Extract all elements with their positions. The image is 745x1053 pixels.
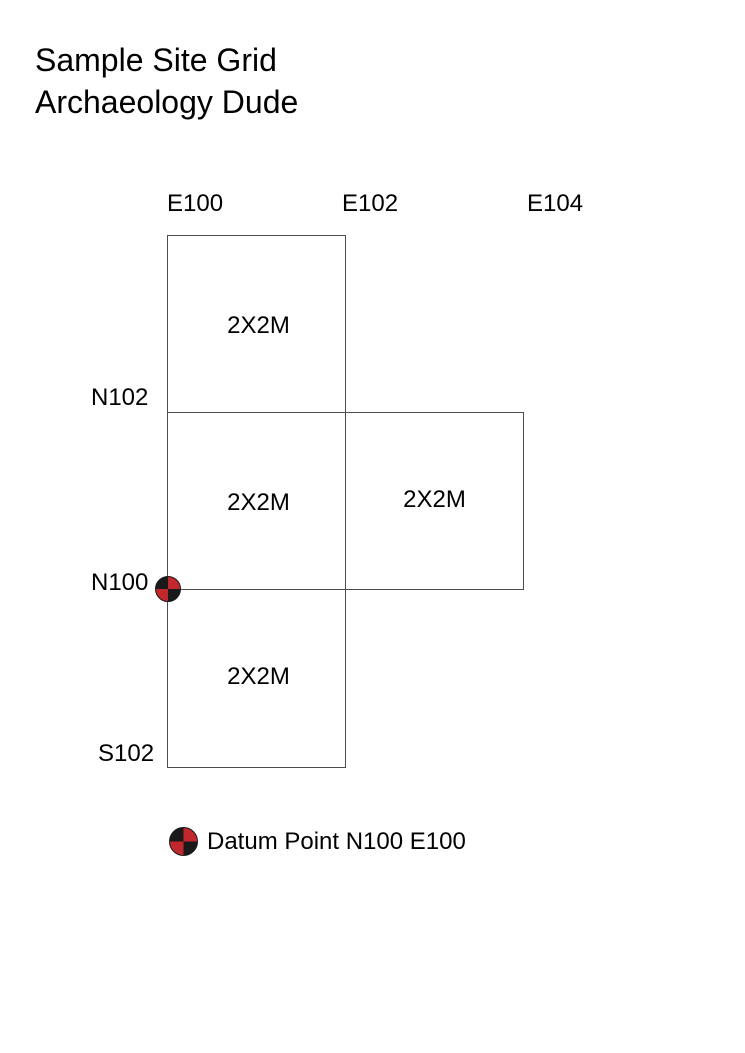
datum-point-icon	[155, 576, 181, 602]
datum-point-icon	[169, 827, 198, 856]
unit-label: 2X2M	[227, 312, 290, 339]
unit-label: 2X2M	[227, 662, 290, 690]
legend-label: Datum Point N100 E100	[207, 828, 466, 855]
page-title: Sample Site Grid Archaeology Dude	[35, 39, 298, 123]
title-line-2: Archaeology Dude	[35, 84, 299, 120]
unit-square-middle-west: 2X2M	[167, 412, 346, 590]
unit-label: 2X2M	[227, 489, 290, 516]
unit-square-middle-east: 2X2M	[345, 412, 524, 590]
title-line-1: Sample Site Grid	[35, 42, 277, 78]
northing-label-s102: S102	[98, 740, 155, 767]
northing-label-n102: N102	[91, 384, 149, 411]
unit-square-north: 2X2M	[167, 235, 346, 413]
easting-label-e100: E100	[167, 190, 224, 217]
unit-square-south: 2X2M	[167, 589, 346, 768]
easting-label-e102: E102	[342, 190, 399, 217]
easting-label-e104: E104	[527, 190, 584, 217]
unit-label: 2X2M	[403, 486, 466, 513]
northing-label-n100: N100	[91, 569, 149, 596]
